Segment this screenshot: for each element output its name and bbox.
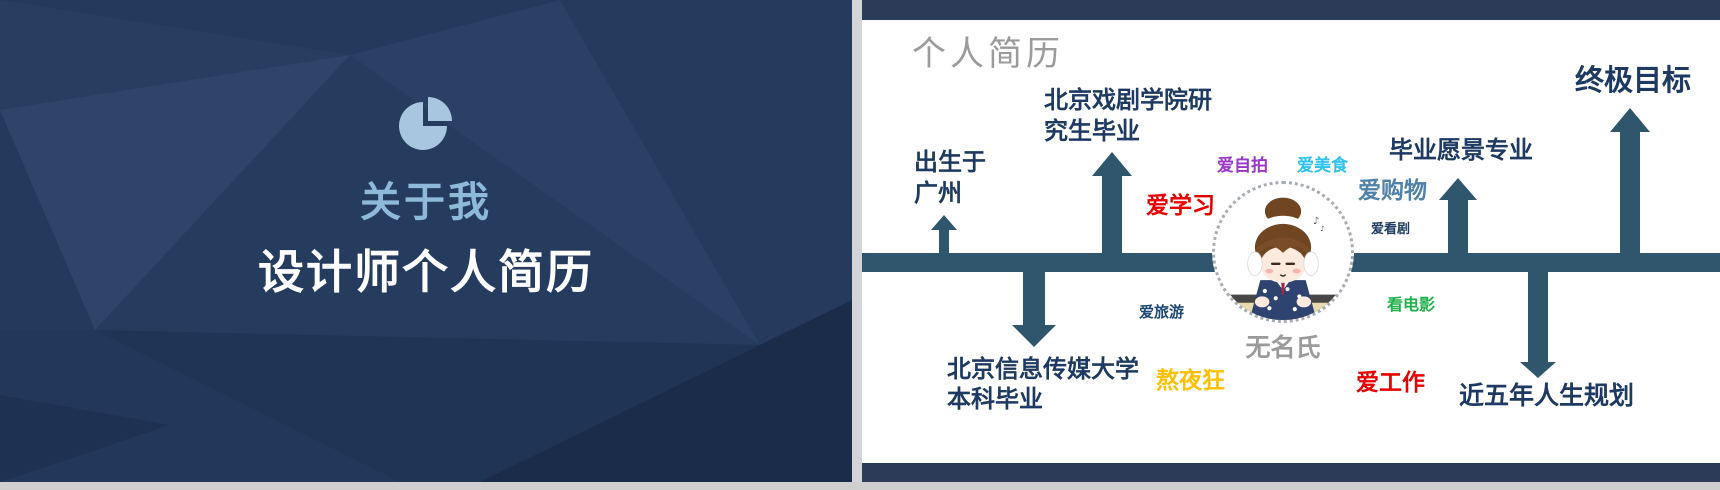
low-poly-background xyxy=(0,0,852,482)
hobby-shopping: 爱购物 xyxy=(1358,178,1427,204)
up-arrow-icon xyxy=(1092,152,1132,176)
up-arrow-icon xyxy=(1439,178,1477,200)
pie-chart-icon xyxy=(397,92,455,158)
person-name: 无名氏 xyxy=(1245,333,1321,362)
resume-slide-panel: 个人简历 出生于广州 北京戏剧学院研究生毕业 毕业愿景专业 终极目标 北京信息传… xyxy=(862,0,1720,482)
svg-text:♪: ♪ xyxy=(1313,216,1319,227)
hobby-movies: 看电影 xyxy=(1387,295,1436,314)
window-edge-strip xyxy=(0,482,1720,490)
hobby-food: 爱美食 xyxy=(1297,156,1348,176)
milestone-five-year-plan: 近五年人生规划 xyxy=(1459,381,1635,410)
hobby-selfie: 爱自拍 xyxy=(1217,156,1268,176)
panel-divider xyxy=(852,0,862,482)
left-title-block: 关于我 设计师个人简历 xyxy=(0,92,852,302)
hobby-work: 爱工作 xyxy=(1356,370,1425,396)
up-arrow-stem xyxy=(1620,130,1640,254)
girl-cartoon-illustration: ♪ ♪ xyxy=(1215,197,1351,320)
up-arrow-stem xyxy=(1448,198,1468,254)
page-title: 个人简历 xyxy=(912,34,1064,74)
milestone-graduation-wish: 毕业愿景专业 xyxy=(1389,136,1533,164)
up-arrow-stem xyxy=(1102,174,1122,254)
top-accent-bar xyxy=(862,0,1720,20)
avatar: ♪ ♪ xyxy=(1212,181,1354,323)
down-arrow-stem xyxy=(1023,272,1045,326)
left-title-panel: 关于我 设计师个人简历 xyxy=(0,0,852,482)
hobby-travel: 爱旅游 xyxy=(1139,303,1185,321)
milestone-graduate-school: 北京戏剧学院研究生毕业 xyxy=(1044,86,1212,145)
milestone-bachelor-degree: 北京信息传媒大学本科毕业 xyxy=(947,355,1139,413)
svg-text:♪: ♪ xyxy=(1320,224,1325,233)
down-arrow-icon xyxy=(1520,362,1556,378)
up-arrow-icon xyxy=(931,215,957,230)
hobby-night-owl: 熬夜狂 xyxy=(1156,368,1225,394)
up-arrow-icon xyxy=(1610,108,1650,132)
section-subtitle: 设计师个人简历 xyxy=(258,245,594,299)
up-arrow-stem xyxy=(939,228,949,254)
down-arrow-icon xyxy=(1012,325,1056,347)
down-arrow-stem xyxy=(1528,272,1548,363)
bottom-accent-bar xyxy=(862,463,1720,482)
hobby-drama: 爱看剧 xyxy=(1371,222,1411,237)
hobby-study: 爱学习 xyxy=(1146,193,1215,219)
milestone-ultimate-goal: 终极目标 xyxy=(1575,63,1692,97)
milestone-birthplace: 出生于广州 xyxy=(914,148,986,207)
section-title: 关于我 xyxy=(360,178,492,226)
